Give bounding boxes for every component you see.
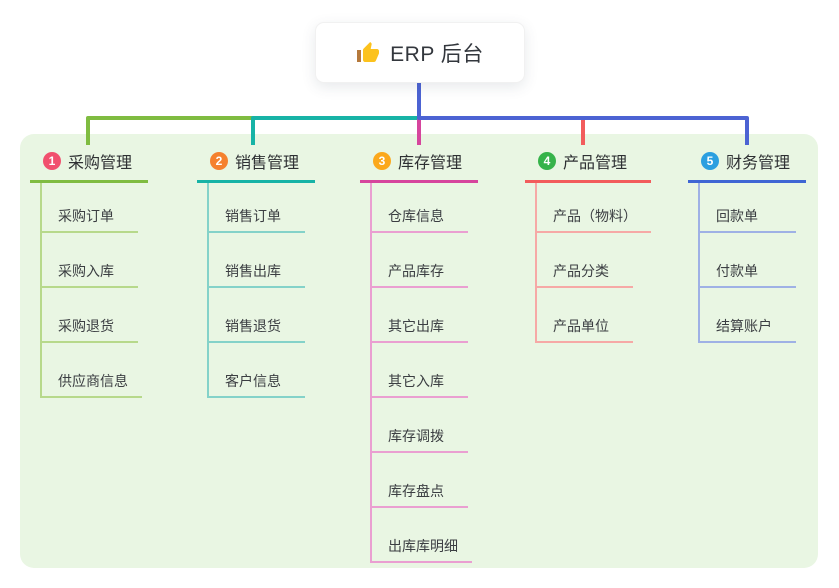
branch-number-badge: 3	[373, 152, 391, 170]
branch-2: 2 销售管理 销售订单销售出库销售退货客户信息	[197, 146, 315, 398]
branch-children: 回款单付款单结算账户	[698, 183, 796, 343]
branch-title-node-4[interactable]: 4 产品管理	[525, 146, 651, 183]
branch-number-badge: 1	[43, 152, 61, 170]
branch-children: 销售订单销售出库销售退货客户信息	[207, 183, 305, 398]
branch-children: 采购订单采购入库采购退货供应商信息	[40, 183, 142, 398]
child-node[interactable]: 产品（物料）	[537, 183, 651, 233]
branch-children: 仓库信息产品库存其它出库其它入库库存调拨库存盘点出库库明细	[370, 183, 472, 563]
root-node-label: ERP 后台	[390, 42, 484, 66]
child-node[interactable]: 产品分类	[537, 233, 633, 288]
child-node[interactable]: 产品单位	[537, 288, 633, 343]
child-node[interactable]: 客户信息	[209, 343, 305, 398]
branch-title-node-3[interactable]: 3 库存管理	[360, 146, 478, 183]
branches-panel	[20, 134, 818, 568]
child-node[interactable]: 销售退货	[209, 288, 305, 343]
branch-title-label: 库存管理	[398, 155, 463, 172]
child-node[interactable]: 出库库明细	[372, 508, 472, 563]
branch-number-badge: 5	[701, 152, 719, 170]
child-node[interactable]: 采购订单	[42, 183, 138, 233]
child-node[interactable]: 结算账户	[700, 288, 796, 343]
child-node[interactable]: 销售出库	[209, 233, 305, 288]
child-node[interactable]: 库存调拨	[372, 398, 468, 453]
branch-title-node-2[interactable]: 2 销售管理	[197, 146, 315, 183]
branch-title-node-1[interactable]: 1 采购管理	[30, 146, 148, 183]
branch-number-badge: 4	[538, 152, 556, 170]
branch-children: 产品（物料）产品分类产品单位	[535, 183, 651, 343]
child-node[interactable]: 采购退货	[42, 288, 138, 343]
thumbs-up-icon	[357, 41, 380, 62]
branch-title-label: 财务管理	[726, 155, 791, 172]
branch-title-label: 销售管理	[235, 155, 300, 172]
child-node[interactable]: 销售订单	[209, 183, 305, 233]
child-node[interactable]: 回款单	[700, 183, 796, 233]
child-node[interactable]: 其它出库	[372, 288, 468, 343]
child-node[interactable]: 仓库信息	[372, 183, 468, 233]
branch-title-label: 采购管理	[68, 155, 133, 172]
branch-5: 5 财务管理 回款单付款单结算账户	[688, 146, 806, 343]
branch-title-label: 产品管理	[563, 155, 628, 172]
branch-3: 3 库存管理 仓库信息产品库存其它出库其它入库库存调拨库存盘点出库库明细	[360, 146, 478, 563]
branch-number-badge: 2	[210, 152, 228, 170]
branch-title-node-5[interactable]: 5 财务管理	[688, 146, 806, 183]
child-node[interactable]: 付款单	[700, 233, 796, 288]
branch-1: 1 采购管理 采购订单采购入库采购退货供应商信息	[30, 146, 148, 398]
child-node[interactable]: 供应商信息	[42, 343, 142, 398]
child-node[interactable]: 其它入库	[372, 343, 468, 398]
child-node[interactable]: 库存盘点	[372, 453, 468, 508]
child-node[interactable]: 产品库存	[372, 233, 468, 288]
root-node-erp-backend[interactable]: ERP 后台	[315, 22, 525, 83]
branch-4: 4 产品管理 产品（物料）产品分类产品单位	[525, 146, 651, 343]
child-node[interactable]: 采购入库	[42, 233, 138, 288]
